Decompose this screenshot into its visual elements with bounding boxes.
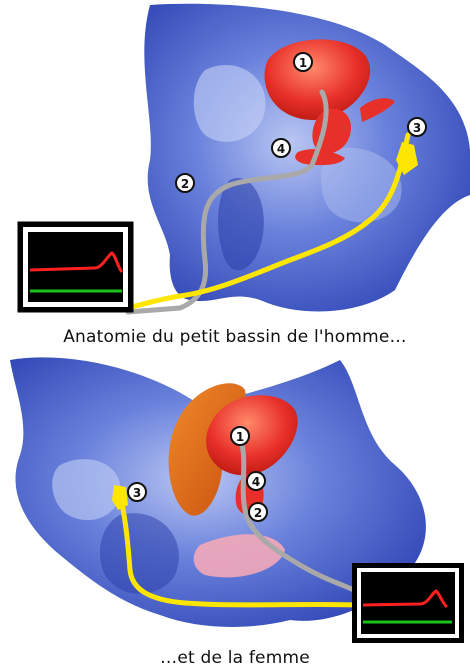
female-caption: …et de la femme [0,648,470,668]
svg-text:4: 4 [277,142,285,156]
svg-text:2: 2 [181,177,189,191]
male-caption: Anatomie du petit bassin de l'homme… [0,327,470,347]
svg-text:4: 4 [252,475,260,489]
female-marker-2: 2 [249,503,267,521]
male-marker-1: 1 [294,53,312,71]
female-marker-3: 3 [128,483,146,501]
female-marker-4: 4 [247,472,265,490]
female-anatomy-drawing: 1 2 3 4 [0,345,470,645]
svg-text:3: 3 [413,121,421,135]
svg-text:1: 1 [299,56,307,70]
male-marker-3: 3 [408,118,426,136]
male-anatomy-drawing: 1 2 3 4 [0,0,470,320]
male-marker-2: 2 [176,174,194,192]
svg-text:3: 3 [133,486,141,500]
male-monitor [18,222,133,312]
female-marker-1: 1 [231,427,249,445]
female-monitor [352,563,464,643]
svg-text:2: 2 [254,506,262,520]
svg-text:1: 1 [236,430,244,444]
female-pelvis-illustration: 1 2 3 4 [0,345,470,645]
male-pelvis-illustration: 1 2 3 4 [0,0,470,320]
male-marker-4: 4 [272,139,290,157]
